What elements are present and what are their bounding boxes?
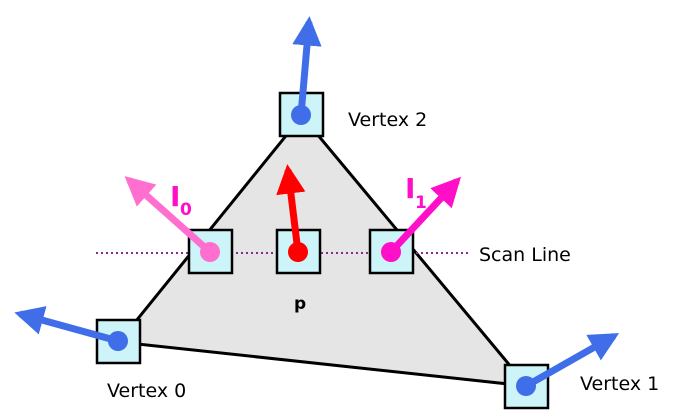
- i0-normal-arrow: [124, 176, 213, 255]
- vertex1-normal-arrow: [524, 332, 620, 390]
- vertex2-label: Vertex 2: [348, 109, 427, 131]
- triangle: [116, 113, 531, 388]
- vertex2-point: [291, 105, 311, 125]
- i0-subscript: 0: [180, 200, 192, 220]
- p-label: p: [294, 294, 306, 314]
- scan-line-label: Scan Line: [479, 244, 571, 266]
- i0-label: I: [170, 180, 180, 213]
- i1-point: [381, 242, 401, 262]
- vertex0-normal-arrow: [14, 306, 119, 345]
- i1-subscript: 1: [415, 193, 427, 213]
- i1-label: I: [405, 172, 415, 205]
- p-normal-arrow: [276, 164, 306, 253]
- i0-point: [200, 242, 220, 262]
- vertex0-point: [108, 331, 128, 351]
- vertex1-label: Vertex 1: [580, 373, 659, 395]
- p-point: [288, 242, 308, 262]
- i1-normal-arrow: [388, 176, 462, 255]
- vertex2-normal-arrow: [292, 16, 322, 116]
- vertex0-box: [95, 318, 142, 365]
- vertex0-label: Vertex 0: [107, 380, 186, 402]
- vertex1-point: [516, 376, 536, 396]
